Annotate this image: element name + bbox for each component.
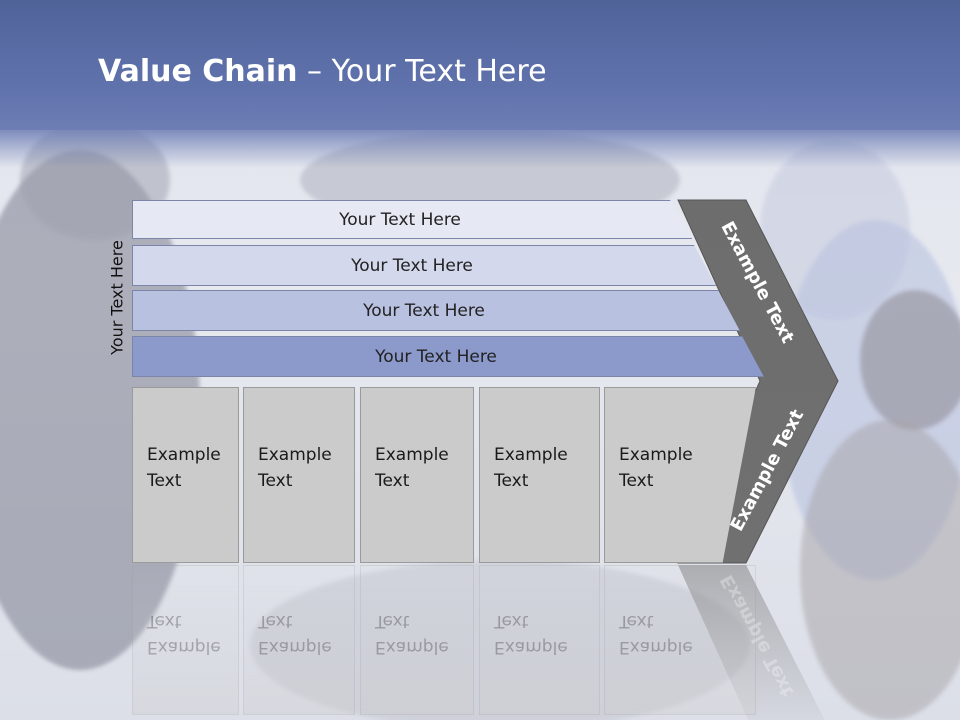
reflection-text-line1: Example	[494, 637, 568, 657]
chain-bar-label: Your Text Here	[351, 255, 473, 276]
reflection-text-line1: Example	[619, 637, 693, 657]
slide-title: Value Chain – Your Text Here	[98, 54, 547, 89]
chain-bar-2: Your Text Here	[132, 245, 716, 286]
activity-box-text-line1: Example	[619, 445, 693, 465]
activity-box-text-line2: Text	[375, 471, 410, 491]
reflection-text-line1: Example	[258, 637, 332, 657]
title-bar	[0, 0, 960, 130]
activity-box-text-line1: Example	[258, 445, 332, 465]
chain-bar-label: Your Text Here	[363, 300, 485, 321]
title-bold: Value Chain	[98, 54, 298, 89]
chain-bar-label: Your Text Here	[375, 346, 497, 367]
activity-box-text-line2: Text	[147, 471, 182, 491]
activity-box-text-line2: Text	[258, 471, 293, 491]
chevron-arrow	[677, 199, 839, 564]
chain-bar-1: Your Text Here	[132, 200, 692, 239]
reflection-text-line2: Text	[147, 611, 182, 631]
chain-bar-label: Your Text Here	[339, 209, 461, 230]
title-rest: – Your Text Here	[297, 54, 547, 89]
activity-box-text-line2: Text	[619, 471, 654, 491]
chain-bar-3: Your Text Here	[132, 290, 740, 331]
chevron-reflection	[678, 565, 825, 720]
reflection-text-line1: Example	[375, 637, 449, 657]
activity-box-text-line1: Example	[375, 445, 449, 465]
chain-bar-4: Your Text Here	[132, 336, 764, 377]
reflection-text-line2: Text	[619, 611, 654, 631]
activity-box-reflection: Example Text	[132, 565, 239, 715]
activity-box-text-line1: Example	[147, 445, 221, 465]
activity-box-reflection: Example Text	[360, 565, 474, 715]
activity-box-reflection: Example Text	[479, 565, 600, 715]
reflection-text-line2: Text	[375, 611, 410, 631]
reflection-text-line2: Text	[494, 611, 529, 631]
activity-box-reflection: Example Text	[243, 565, 355, 715]
activity-box-text-line1: Example	[494, 445, 568, 465]
reflection-text-line2: Text	[258, 611, 293, 631]
reflection-text-line1: Example	[147, 637, 221, 657]
activity-box-text-line2: Text	[494, 471, 529, 491]
